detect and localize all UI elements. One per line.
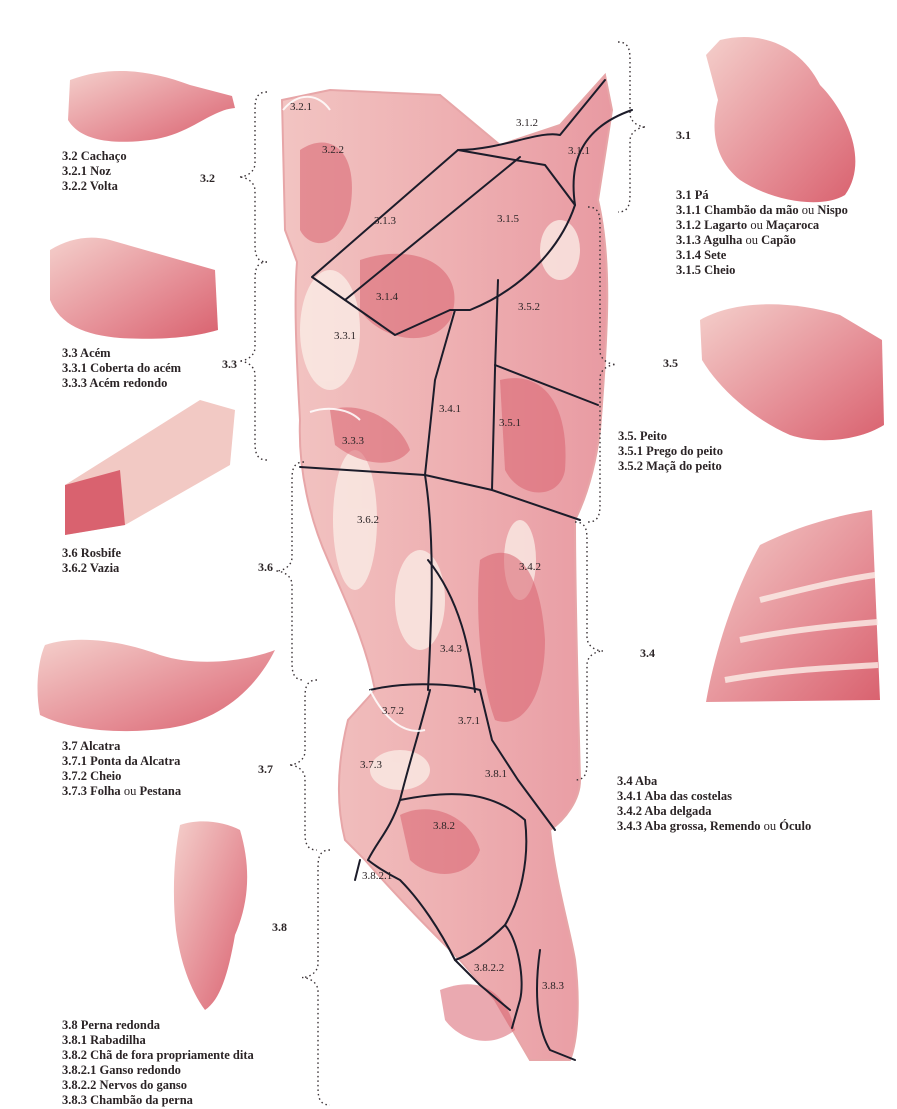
legend-line: 3.8.3 Chambão da perna — [62, 1093, 254, 1108]
brace-3-3 — [239, 262, 267, 460]
legend-line: 3.4.1 Aba das costelas — [617, 789, 811, 804]
region-label-3-8-1: 3.8.1 — [485, 768, 507, 780]
legend-3-1-pa: 3.1 Pá 3.1.1 Chambão da mão ou Nispo 3.1… — [676, 188, 848, 278]
legend-3-5-peito: 3.5. Peito 3.5.1 Prego do peito 3.5.2 Ma… — [618, 429, 723, 474]
legend-line: 3.8 Perna redonda — [62, 1018, 254, 1033]
bracket-tag-3-6: 3.6 — [258, 560, 273, 575]
legend-line: 3.2.1 Noz — [62, 164, 127, 179]
region-label-3-5-1: 3.5.1 — [499, 417, 521, 429]
bracket-tag-3-4: 3.4 — [640, 646, 655, 661]
legend-line: 3.8.1 Rabadilha — [62, 1033, 254, 1048]
legend-line: 3.7.2 Cheio — [62, 769, 181, 784]
legend-line: 3.6.2 Vazia — [62, 561, 121, 576]
bracket-tag-3-1: 3.1 — [676, 128, 691, 143]
bracket-tag-3-3: 3.3 — [222, 357, 237, 372]
region-label-3-1-4: 3.1.4 — [376, 291, 399, 303]
bracket-tag-3-7: 3.7 — [258, 762, 273, 777]
region-label-3-5-2: 3.5.2 — [518, 301, 540, 313]
region-label-3-7-1: 3.7.1 — [458, 715, 480, 727]
region-label-3-1-3: 3.1.3 — [374, 215, 397, 227]
region-label-3-8-2-2: 3.8.2.2 — [474, 962, 504, 974]
legend-line: 3.1.4 Sete — [676, 248, 848, 263]
region-label-3-8-2: 3.8.2 — [433, 820, 455, 832]
region-label-3-4-1: 3.4.1 — [439, 403, 461, 415]
legend-line: 3.3 Acém — [62, 346, 181, 361]
region-label-3-3-1: 3.3.1 — [334, 330, 356, 342]
region-label-3-8-3: 3.8.3 — [542, 980, 565, 992]
legend-line: 3.6 Rosbife — [62, 546, 121, 561]
region-label-3-3-3: 3.3.3 — [342, 435, 365, 447]
legend-3-6-rosbife: 3.6 Rosbife 3.6.2 Vazia — [62, 546, 121, 576]
product-photo-perna-redonda — [174, 821, 247, 1010]
legend-line: 3.8.2 Chã de fora propriamente dita — [62, 1048, 254, 1063]
region-label-3-7-2: 3.7.2 — [382, 705, 404, 717]
legend-line: 3.8.2.1 Ganso redondo — [62, 1063, 254, 1078]
product-photo-acem — [50, 238, 218, 339]
region-label-3-6-2: 3.6.2 — [357, 514, 379, 526]
legend-line: 3.4 Aba — [617, 774, 811, 789]
region-label-3-7-3: 3.7.3 — [360, 759, 383, 771]
legend-line: 3.1.2 Lagarto ou Maçaroca — [676, 218, 848, 233]
legend-3-7-alcatra: 3.7 Alcatra 3.7.1 Ponta da Alcatra 3.7.2… — [62, 739, 181, 799]
legend-line: 3.3.1 Coberta do acém — [62, 361, 181, 376]
legend-line: 3.5.1 Prego do peito — [618, 444, 723, 459]
bracket-tag-3-5: 3.5 — [663, 356, 678, 371]
brace-3-6 — [276, 462, 304, 680]
region-label-3-4-3: 3.4.3 — [440, 643, 463, 655]
product-photo-alcatra — [38, 640, 275, 731]
brace-3-8 — [302, 850, 330, 1105]
region-label-3-2-2: 3.2.2 — [322, 144, 344, 156]
legend-3-2-cachaco: 3.2 Cachaço 3.2.1 Noz 3.2.2 Volta — [62, 149, 127, 194]
legend-line: 3.5. Peito — [618, 429, 723, 444]
legend-line: 3.8.2.2 Nervos do ganso — [62, 1078, 254, 1093]
bracket-tag-3-2: 3.2 — [200, 171, 215, 186]
legend-line: 3.1.5 Cheio — [676, 263, 848, 278]
legend-line: 3.3.3 Acém redondo — [62, 376, 181, 391]
brace-3-1 — [618, 42, 646, 212]
region-label-3-1-2: 3.1.2 — [516, 117, 538, 129]
legend-line: 3.1.3 Agulha ou Capão — [676, 233, 848, 248]
region-label-3-1-1: 3.1.1 — [568, 145, 590, 157]
legend-line: 3.4.3 Aba grossa, Remendo ou Óculo — [617, 819, 811, 834]
legend-line: 3.4.2 Aba delgada — [617, 804, 811, 819]
legend-line: 3.2 Cachaço — [62, 149, 127, 164]
legend-3-3-acem: 3.3 Acém 3.3.1 Coberta do acém 3.3.3 Acé… — [62, 346, 181, 391]
product-photo-peito — [700, 304, 884, 440]
legend-line: 3.2.2 Volta — [62, 179, 127, 194]
legend-3-8-perna-redonda: 3.8 Perna redonda 3.8.1 Rabadilha 3.8.2 … — [62, 1018, 254, 1108]
legend-line: 3.5.2 Maçã do peito — [618, 459, 723, 474]
product-photo-cachaco — [68, 71, 235, 142]
region-label-3-1-5: 3.1.5 — [497, 213, 520, 225]
region-label-3-4-2: 3.4.2 — [519, 561, 541, 573]
legend-line: 3.1.1 Chambão da mão ou Nispo — [676, 203, 848, 218]
legend-line: 3.7.1 Ponta da Alcatra — [62, 754, 181, 769]
bracket-tag-3-8: 3.8 — [272, 920, 287, 935]
region-label-3-2-1: 3.2.1 — [290, 101, 312, 113]
legend-3-4-aba: 3.4 Aba 3.4.1 Aba das costelas 3.4.2 Aba… — [617, 774, 811, 834]
legend-line: 3.7 Alcatra — [62, 739, 181, 754]
region-label-3-8-2-1: 3.8.2.1 — [362, 870, 392, 882]
product-photo-pa — [706, 37, 855, 202]
brace-3-2 — [239, 92, 267, 262]
brace-3-7 — [289, 680, 317, 850]
legend-line: 3.7.3 Folha ou Pestana — [62, 784, 181, 799]
legend-line: 3.1 Pá — [676, 188, 848, 203]
